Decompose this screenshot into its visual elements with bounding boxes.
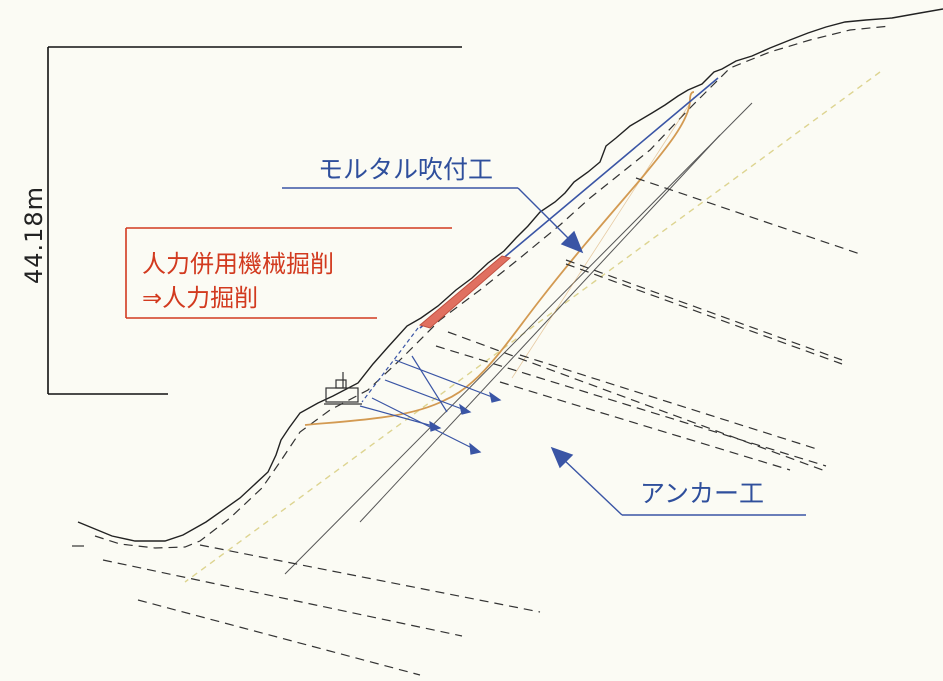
dashed-line-lower-1	[102, 559, 463, 637]
anchor-head-1	[489, 391, 502, 403]
anchor-label: アンカー工	[640, 479, 765, 508]
mortar-area-red	[418, 255, 512, 329]
excavation-line	[361, 327, 419, 403]
anchor-5	[411, 355, 448, 413]
slip-surface-curve	[304, 91, 695, 426]
dashed-line-right-4	[435, 345, 827, 467]
design-ground-dashed-line	[94, 25, 891, 549]
mortar-callout	[282, 187, 584, 254]
excavation-label-line1: 人力併用機械掘削	[142, 250, 334, 278]
excavation-callout	[125, 227, 452, 319]
anchor-1	[394, 359, 501, 401]
anchor-3	[371, 397, 481, 453]
dashed-line-right-2b	[565, 263, 843, 365]
rig-top	[335, 379, 347, 389]
dashed-line-right-1	[635, 177, 861, 255]
reference-line-2	[359, 134, 721, 523]
anchor-head-3	[469, 442, 482, 455]
dashed-line-right-6	[499, 381, 791, 471]
dashed-line-right-2	[565, 259, 843, 361]
anchor-arrow-head	[550, 446, 574, 469]
anchor-leader	[561, 457, 623, 516]
anchor-4	[359, 405, 441, 429]
anchor-head-2	[459, 403, 472, 415]
mortar-leader	[517, 187, 571, 241]
anchor-group	[359, 355, 502, 455]
mortar-arrow-head	[560, 230, 584, 254]
dashed-line-right-3	[447, 331, 829, 473]
dashed-line-lower-3	[199, 544, 541, 613]
mortar-label: モルタル吹付工	[318, 155, 494, 184]
rig-body	[325, 387, 359, 403]
dashed-line-right-5	[519, 354, 821, 451]
orange-guide-line	[511, 96, 695, 379]
drill-rig	[324, 372, 362, 405]
dashed-line-lower-2	[137, 599, 421, 676]
anchor-2	[384, 379, 471, 413]
existing-ground-line	[77, 8, 943, 542]
height-dimension	[47, 46, 462, 395]
height-dimension-label: 44.18m	[4, 170, 64, 300]
reference-line-1	[284, 102, 753, 575]
anchor-head-4	[429, 420, 442, 432]
excavation-label-line2: ⇒人力掘削	[142, 284, 259, 312]
anchor-callout	[550, 446, 806, 516]
height-value: 44.18m	[20, 185, 48, 285]
light-dashed-line	[184, 71, 881, 583]
